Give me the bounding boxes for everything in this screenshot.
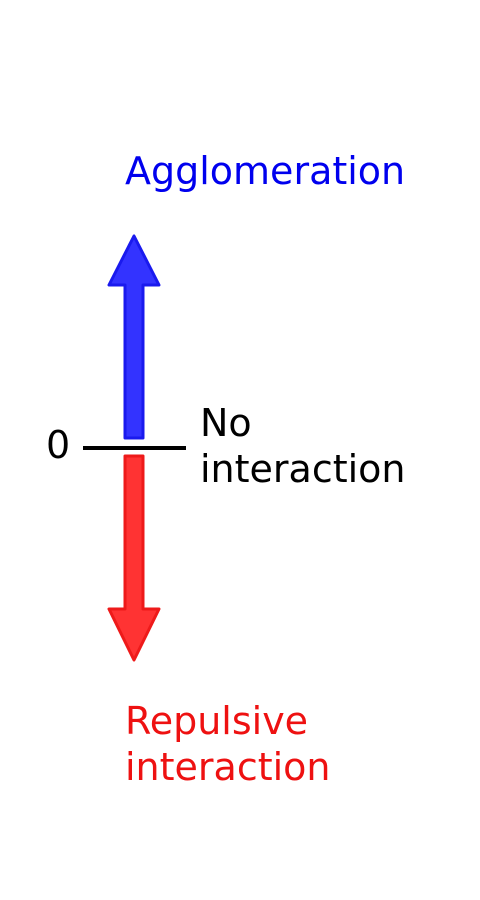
repulsive-line2: interaction — [125, 745, 331, 789]
agglomeration-label: Agglomeration — [125, 149, 405, 193]
repulsive-interaction-label: Repulsive interaction — [125, 699, 331, 789]
arrow-up-icon — [107, 234, 161, 440]
repulsive-line1: Repulsive — [125, 699, 308, 743]
no-interaction-line1: No — [200, 401, 252, 445]
arrow-down-icon — [107, 454, 161, 662]
zero-label: 0 — [46, 423, 70, 467]
no-interaction-line2: interaction — [200, 447, 406, 491]
no-interaction-label: No interaction — [200, 401, 406, 491]
